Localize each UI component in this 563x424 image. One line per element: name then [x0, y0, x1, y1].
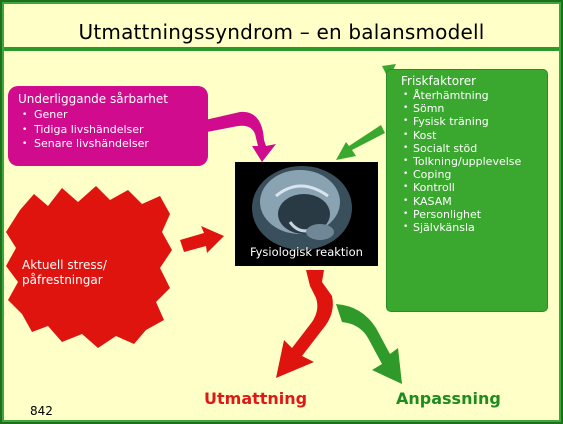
list-item: Kontroll: [401, 181, 547, 194]
title-divider: [4, 47, 559, 51]
list-item: Personlighet: [401, 208, 547, 221]
list-item: Gener: [18, 108, 208, 123]
outcome-utmattning: Utmattning: [204, 389, 308, 408]
page-title: Utmattningssyndrom – en balansmodell: [78, 20, 485, 44]
list-item: Coping: [401, 168, 547, 181]
list-item: Kost: [401, 129, 547, 142]
list-item: Socialt stöd: [401, 142, 547, 155]
list-item: Tolkning/upplevelse: [401, 155, 547, 168]
brain-caption: Fysiologisk reaktion: [250, 245, 363, 259]
stress-label: Aktuell stress/ påfrestningar: [22, 258, 107, 287]
list-item: Tidiga livshändelser: [18, 123, 208, 138]
list-item: Senare livshändelser: [18, 137, 208, 152]
slide-number: 842: [30, 404, 53, 418]
friskfaktorer-heading: Friskfaktorer: [401, 74, 477, 88]
arrow-to-anpassning: [336, 304, 402, 384]
friskfaktorer-box: Friskfaktorer Återhämtning Sömn Fysisk t…: [387, 70, 547, 311]
arrow-from-friskfaktorer: [336, 125, 385, 160]
brain-scan-image: [235, 162, 378, 266]
outcome-anpassning: Anpassning: [396, 389, 501, 408]
vulnerability-box: Underliggande sårbarhet Gener Tidiga liv…: [8, 86, 208, 166]
friskfaktorer-list: Återhämtning Sömn Fysisk träning Kost So…: [401, 89, 547, 234]
vulnerability-list: Gener Tidiga livshändelser Senare livshä…: [18, 108, 208, 152]
list-item: KASAM: [401, 195, 547, 208]
arrow-from-vulnerability: [205, 111, 276, 162]
stress-burst-shape: [6, 186, 172, 348]
list-item: Självkänsla: [401, 221, 547, 234]
arrow-from-stress: [180, 226, 224, 253]
list-item: Fysisk träning: [401, 115, 547, 128]
list-item: Sömn: [401, 102, 547, 115]
arrow-to-utmattning: [276, 270, 333, 378]
list-item: Återhämtning: [401, 89, 547, 102]
vulnerability-heading: Underliggande sårbarhet: [18, 92, 168, 106]
